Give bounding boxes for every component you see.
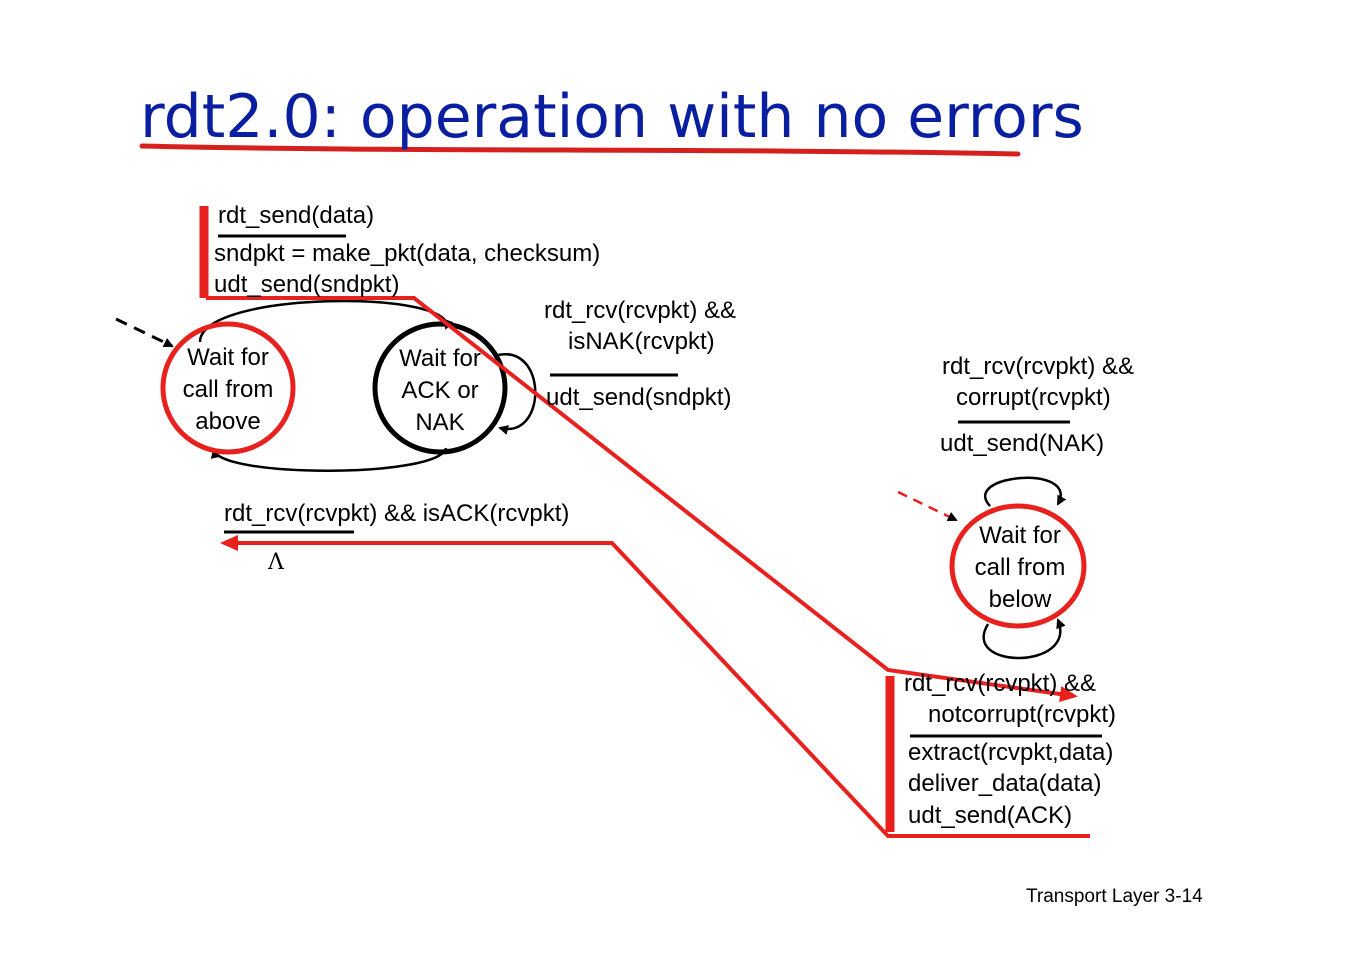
- state-wait-below-line3: below: [988, 586, 1052, 613]
- state-wait-ack-line2: ACK or: [401, 377, 479, 404]
- arc-corrupt-selfloop: [984, 476, 1067, 507]
- arc-ack-transition: [210, 447, 448, 472]
- ok-action-3: udt_send(ACK): [908, 802, 1073, 829]
- state-wait-ack: Wait for ACK or NAK: [378, 343, 502, 439]
- nak-event-line1: rdt_rcv(rcvpkt) &&: [544, 297, 737, 324]
- state-wait-below-line2: call from: [974, 554, 1066, 581]
- slide-footer: Transport Layer 3-14: [1026, 886, 1203, 907]
- state-wait-ack-line3: NAK: [415, 409, 465, 436]
- send-action-2: udt_send(sndpkt): [214, 271, 400, 298]
- state-wait-above-line3: above: [195, 408, 261, 435]
- state-wait-ack-line1: Wait for: [399, 345, 481, 372]
- state-wait-ack-circle: [372, 321, 508, 455]
- state-wait-above-line2: call from: [182, 376, 274, 403]
- nak-action: udt_send(sndpkt): [546, 384, 732, 411]
- corrupt-event-line2: corrupt(rcvpkt): [956, 384, 1111, 411]
- state-wait-below: Wait for call from below: [958, 520, 1082, 616]
- ack-event-label: rdt_rcv(rcvpkt) && isACK(rcvpkt): [224, 500, 570, 527]
- corrupt-event-line1: rdt_rcv(rcvpkt) &&: [942, 353, 1135, 380]
- initial-arrow-sender: [115, 317, 174, 348]
- state-wait-above-line1: Wait for: [187, 344, 269, 371]
- nak-event-line2: isNAK(rcvpkt): [568, 328, 715, 355]
- ok-event-line1: rdt_rcv(rcvpkt) &&: [904, 670, 1097, 697]
- arc-ok-selfloop: [982, 618, 1066, 660]
- corrupt-action: udt_send(NAK): [940, 430, 1105, 457]
- ok-action-2: deliver_data(data): [908, 770, 1102, 797]
- send-event-label: rdt_send(data): [218, 202, 375, 229]
- ok-event-line2: notcorrupt(rcvpkt): [928, 701, 1117, 728]
- state-wait-above-circle: [160, 321, 296, 455]
- highlight-data-path: [206, 296, 1078, 702]
- highlight-ack-path: [220, 535, 1090, 838]
- state-wait-below-line1: Wait for: [979, 522, 1061, 549]
- arc-send-transition: [198, 299, 454, 343]
- initial-arrow-receiver: [897, 490, 958, 522]
- ok-action-1: extract(rcvpkt,data): [908, 739, 1114, 766]
- send-action-1: sndpkt = make_pkt(data, checksum): [214, 240, 601, 267]
- page-title: rdt2.0: operation with no errors: [140, 82, 1084, 152]
- title-underline: [139, 143, 1021, 157]
- state-wait-above: Wait for call from above: [166, 342, 290, 438]
- state-wait-below-circle: [949, 503, 1087, 629]
- ack-action-lambda: Λ: [268, 550, 284, 575]
